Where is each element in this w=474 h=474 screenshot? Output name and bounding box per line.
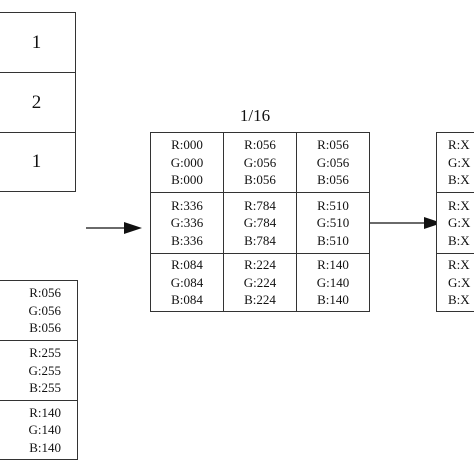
pixel-g: G:056 (28, 302, 62, 318)
pixel-b: B:224 (244, 292, 276, 308)
pixel-r: R:056 (29, 285, 61, 301)
pixel-g: G:000 (170, 154, 204, 170)
matrix-cell: R:336 G:336 B:336 (151, 193, 223, 253)
kernel-value: 2 (31, 91, 42, 113)
matrix-cell: R:140 G:140 B:140 (297, 254, 369, 311)
pixel-g: G:224 (243, 274, 277, 290)
pixel-b: B:140 (317, 292, 349, 308)
pixel-g: G:056 (243, 154, 277, 170)
pixel-b: B:140 (29, 439, 61, 455)
pixel-cell: R:X G:X B:X (448, 254, 474, 311)
pixel-cell: R:140 G:140 B:140 (0, 401, 77, 459)
pixel-r: R:510 (317, 197, 349, 213)
pixel-r: R:056 (244, 137, 276, 153)
matrix-cell: R:784 G:784 B:784 (224, 193, 296, 253)
right-partial-column: R:X G:X B:X R:X G:X B:X R:X G:X B:X (436, 132, 474, 312)
pixel-g: G:X (448, 154, 471, 170)
pixel-b: B:056 (29, 320, 61, 336)
pixel-g: G:X (448, 215, 471, 231)
pixel-r: R:784 (244, 197, 276, 213)
kernel-cell: 2 (0, 73, 75, 133)
matrix-title: 1/16 (239, 106, 271, 125)
kernel-column: 1 2 1 (0, 12, 76, 192)
arrow-left-to-middle (86, 222, 142, 234)
pixel-b: B:510 (317, 232, 349, 248)
pixel-r: R:255 (29, 345, 61, 361)
pixel-r: R:224 (244, 257, 276, 273)
matrix-cell: R:510 G:510 B:510 (297, 193, 369, 253)
matrix-cell: R:000 G:000 B:000 (151, 133, 223, 192)
pixel-b: B:000 (171, 172, 203, 188)
grid-line (223, 133, 224, 311)
left-pixel-column: R:056 G:056 B:056 R:255 G:255 B:255 R:14… (0, 280, 78, 460)
pixel-g: G:084 (170, 274, 204, 290)
pixel-b: B:056 (317, 172, 349, 188)
grid-line (151, 253, 369, 254)
pixel-g: G:140 (28, 422, 62, 438)
grid-line (437, 192, 474, 193)
pixel-r: R:336 (171, 197, 203, 213)
kernel-value: 1 (31, 151, 42, 172)
pixel-b: B:X (448, 292, 470, 308)
pixel-r: R:000 (171, 137, 203, 153)
pixel-g: G:510 (316, 215, 350, 231)
pixel-r: R:140 (317, 257, 349, 273)
pixel-b: B:X (448, 172, 470, 188)
matrix-cell: R:224 G:224 B:224 (224, 254, 296, 311)
grid-line (296, 133, 297, 311)
pixel-r: R:056 (317, 137, 349, 153)
matrix-cell: R:056 G:056 B:056 (224, 133, 296, 192)
pixel-g: G:X (448, 274, 471, 290)
grid-line (437, 253, 474, 254)
pixel-b: B:084 (171, 292, 203, 308)
pixel-g: G:255 (28, 362, 62, 378)
pixel-b: B:255 (29, 380, 61, 396)
matrix-cell: R:084 G:084 B:084 (151, 254, 223, 311)
pixel-r: R:X (448, 257, 470, 273)
pixel-cell: R:255 G:255 B:255 (0, 341, 77, 401)
pixel-b: B:X (448, 232, 470, 248)
pixel-g: G:140 (316, 274, 350, 290)
matrix-cell: R:056 G:056 B:056 (297, 133, 369, 192)
pixel-r: R:140 (29, 404, 61, 420)
grid-line (151, 192, 369, 193)
kernel-cell: 1 (0, 133, 75, 191)
pixel-b: B:056 (244, 172, 276, 188)
pixel-g: G:784 (243, 215, 277, 231)
pixel-cell: R:X G:X B:X (448, 193, 474, 253)
pixel-cell: R:X G:X B:X (448, 133, 474, 192)
kernel-cell: 1 (0, 13, 75, 73)
pixel-r: R:084 (171, 257, 203, 273)
pixel-b: B:336 (171, 232, 203, 248)
pixel-g: G:336 (170, 215, 204, 231)
pixel-b: B:784 (244, 232, 276, 248)
arrow-middle-to-right (370, 217, 442, 229)
pixel-g: G:056 (316, 154, 350, 170)
pixel-r: R:X (448, 137, 470, 153)
pixel-cell: R:056 G:056 B:056 (0, 281, 77, 341)
middle-matrix: R:000 G:000 B:000 R:056 G:056 B:056 R:05… (150, 132, 370, 312)
kernel-value: 1 (31, 31, 42, 53)
pixel-r: R:X (448, 197, 470, 213)
